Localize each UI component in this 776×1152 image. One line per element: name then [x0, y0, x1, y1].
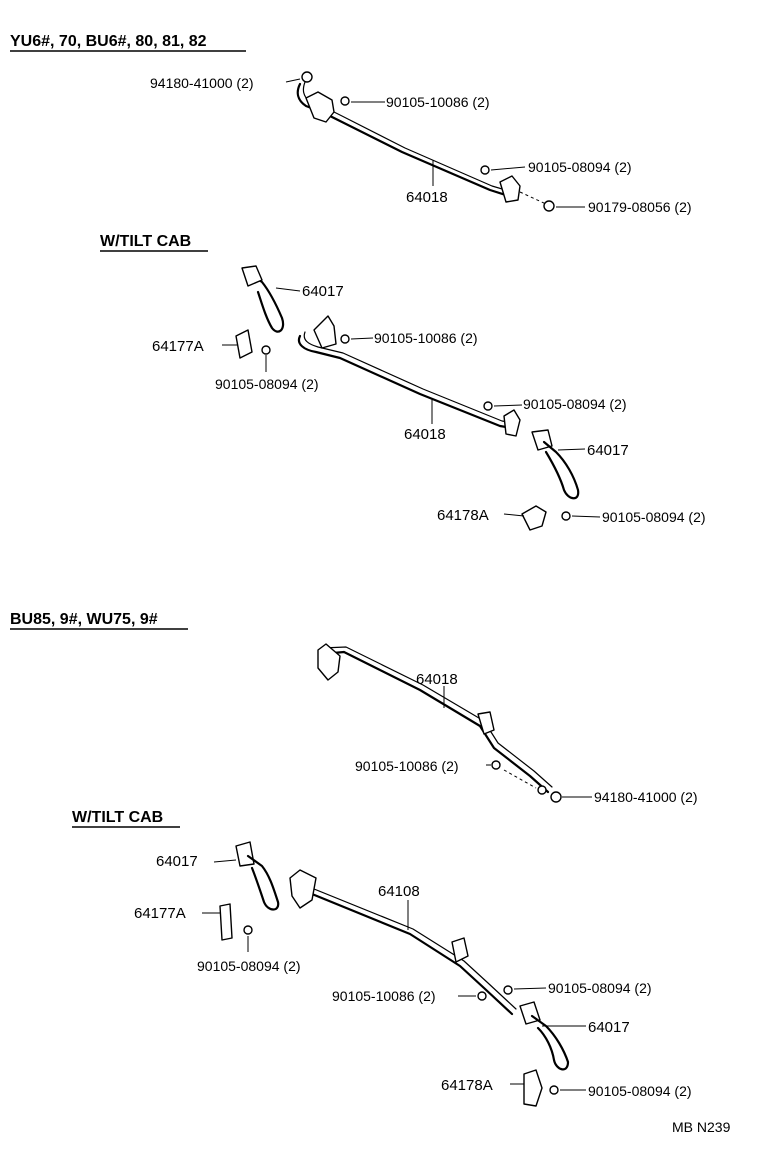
pipe-64018-a — [296, 82, 517, 200]
pipe-64018-b-inner — [303, 331, 515, 424]
hose-64017-d1 — [246, 854, 280, 911]
nut-90179-a — [543, 200, 555, 212]
section-4: W/TILT CAB 64017 64108 64177A — [72, 809, 692, 1107]
bolt-90105-10086-a — [340, 96, 350, 106]
section-3-heading: BU85, 9#, WU75, 9# — [10, 611, 158, 628]
label-90179-08056: 90179-08056 (2) — [588, 199, 692, 215]
dash-line-a — [519, 191, 547, 205]
section-1: YU6#, 70, BU6#, 80, 81, 82 94180-41000 (… — [10, 33, 692, 215]
diagram-code: MB N239 — [672, 1119, 731, 1135]
nut-94180-c — [550, 791, 562, 803]
label-90105-08094-d3: 90105-08094 (2) — [588, 1083, 692, 1099]
leader-08094-b2 — [493, 404, 523, 407]
label-90105-10086-b: 90105-10086 (2) — [374, 330, 478, 346]
bolt-10086-b — [340, 334, 350, 344]
bolt-08094-d3 — [549, 1085, 559, 1095]
hose-64017-lower — [542, 440, 580, 500]
bolt-08094-b1 — [261, 345, 271, 355]
bolt-10086-d — [477, 991, 487, 1001]
clamp-64178A — [521, 505, 547, 531]
label-64178A-b: 64178A — [437, 507, 489, 524]
leader-64017-b2 — [557, 448, 586, 451]
label-90105-08094-d1: 90105-08094 (2) — [197, 958, 301, 974]
label-90105-08094-b2: 90105-08094 (2) — [523, 396, 627, 412]
clamp-64177A — [235, 329, 253, 359]
hose-64017-upper-fitting — [241, 265, 263, 287]
bolt-08094-b2 — [483, 401, 493, 411]
label-64018-b: 64018 — [404, 426, 446, 443]
label-64018: 64018 — [406, 189, 448, 206]
pipe-64018-c — [320, 650, 550, 794]
label-64177A-d: 64177A — [134, 905, 186, 922]
label-64017-d2: 64017 — [588, 1019, 630, 1036]
fitting-c — [537, 785, 547, 795]
leader-08094-d2 — [513, 987, 547, 990]
bolt-10086-c — [491, 760, 501, 770]
label-90105-10086-c: 90105-10086 (2) — [355, 758, 459, 774]
leader-08094-a — [490, 166, 526, 171]
label-90105-08094-b3: 90105-08094 (2) — [602, 509, 706, 525]
leader-94180-a — [285, 78, 301, 83]
bolt-08094-b3 — [561, 511, 571, 521]
bolt-08094-d2 — [503, 985, 513, 995]
hose-64017-upper — [244, 270, 285, 333]
label-64108: 64108 — [378, 883, 420, 900]
label-64017-d1: 64017 — [156, 853, 198, 870]
bracket-c2 — [477, 711, 495, 735]
leader-64017-b1 — [275, 287, 301, 292]
label-94180-41000-c: 94180-41000 (2) — [594, 789, 698, 805]
section-2-heading: W/TILT CAB — [100, 233, 191, 250]
pipe-64018-b — [297, 334, 514, 430]
leader-08094-b3 — [571, 515, 601, 518]
bracket-d2 — [451, 937, 469, 963]
label-90105-10086-d: 90105-10086 (2) — [332, 988, 436, 1004]
clamp-64178A-d — [523, 1069, 543, 1107]
label-90105-08094: 90105-08094 (2) — [528, 159, 632, 175]
hose-64017-d2 — [530, 1014, 570, 1071]
dash-line-c — [503, 769, 537, 789]
label-94180-41000: 94180-41000 (2) — [150, 75, 254, 91]
section-1-heading: YU6#, 70, BU6#, 80, 81, 82 — [10, 33, 207, 50]
hose-64017-d1-fitting — [235, 841, 255, 867]
bolt-08094-d1 — [243, 925, 253, 935]
clamp-64177A-d — [219, 903, 233, 941]
label-64018-c: 64018 — [416, 671, 458, 688]
bracket-b2 — [503, 409, 521, 437]
label-64017-b1: 64017 — [302, 283, 344, 300]
label-64177A-b: 64177A — [152, 338, 204, 355]
nut-94180-a — [301, 71, 313, 83]
bracket-a1 — [305, 91, 335, 123]
bracket-b1 — [313, 315, 337, 349]
section-2: W/TILT CAB 64017 90105-10086 (2) — [100, 233, 706, 531]
leader-10086-b — [350, 337, 374, 340]
bracket-c1 — [317, 643, 341, 681]
label-64178A-d: 64178A — [441, 1077, 493, 1094]
bracket-a2 — [499, 175, 521, 203]
leader-64178A-b — [503, 513, 525, 517]
section-4-heading: W/TILT CAB — [72, 809, 163, 826]
bracket-d1 — [289, 869, 317, 909]
label-90105-08094-d2: 90105-08094 (2) — [548, 980, 652, 996]
label-64017-b2: 64017 — [587, 442, 629, 459]
leader-64017-d1 — [213, 859, 237, 863]
label-90105-10086: 90105-10086 (2) — [386, 94, 490, 110]
label-90105-08094-b1: 90105-08094 (2) — [215, 376, 319, 392]
bolt-90105-08094-a — [480, 165, 490, 175]
section-3: BU85, 9#, WU75, 9# 64018 90105-10086 (2)… — [10, 611, 698, 805]
